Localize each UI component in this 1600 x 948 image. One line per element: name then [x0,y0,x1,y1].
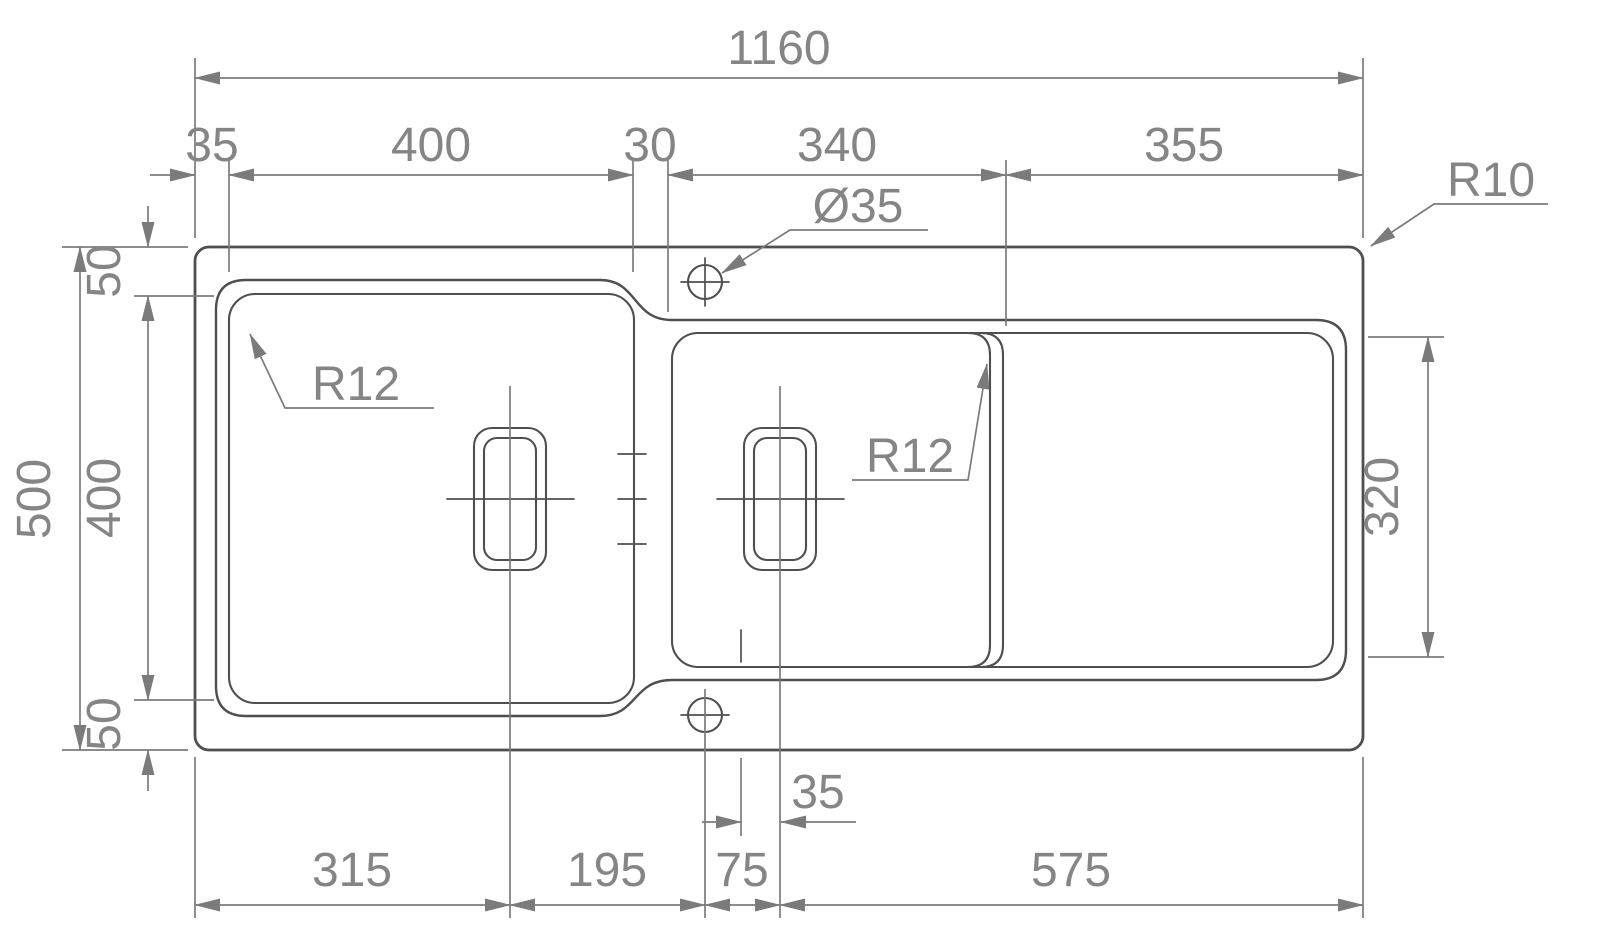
bowl-divider-line-inner [966,331,992,669]
dim-label-taphole-to-drain2: 75 [715,844,768,897]
callout-label-bowl1-radius: R12 [312,358,400,411]
drainer-recess-rim-inner [670,331,1335,669]
bowl-divider-line-outer [979,331,1005,669]
dim-label-drain2-to-edge: 575 [1031,844,1111,897]
leader-line [721,229,928,274]
dim-label-overall-height: 500 [8,459,61,539]
dim-label-divider: 30 [623,119,676,172]
callout-label-taphole-diameter: Ø35 [813,180,904,233]
dim-bottom-row: 315 195 75 575 [194,757,1364,918]
dim-label-overall-width: 1160 [727,22,830,75]
dim-left-column: 50 400 50 [78,206,214,791]
dim-label-edge-to-drain1: 315 [312,844,392,897]
callout-label-bowl2-radius: R12 [866,430,954,483]
dim-label-drainer-width: 355 [1144,119,1224,172]
dim-overall-width: 1160 [194,22,1364,238]
sink-outline [193,245,1365,752]
dim-top-row: 35 400 30 340 355 [150,119,1364,326]
callout-taphole-diameter: Ø35 [721,180,928,274]
dim-label-bowl1-width: 400 [391,119,471,172]
callout-bowl2-radius: R12 [852,363,990,483]
callout-label-outer-radius: R10 [1447,154,1535,207]
dim-label-bowl2-width: 340 [797,119,877,172]
dim-bottom-offset: 35 [702,629,856,836]
leader-line [1370,203,1548,247]
dim-label-bowl-height: 400 [78,458,131,538]
leader-line [249,333,434,409]
dim-label-drain1-to-taphole: 195 [567,844,647,897]
dim-label-drain2-offset: 35 [791,766,844,819]
dim-label-bowl-to-edge-bottom: 50 [78,697,131,750]
callout-outer-radius: R10 [1370,154,1548,247]
sink-geometry [193,245,1365,918]
dim-overall-height: 500 [8,246,188,751]
dim-label-edge-to-bowl1: 35 [185,119,238,172]
leader-line [852,363,990,481]
callout-bowl1-radius: R12 [249,333,434,411]
dim-drainer-height: 320 [1356,336,1444,658]
dim-label-edge-to-bowl-top: 50 [78,244,131,297]
dim-label-drainer-height: 320 [1356,457,1409,537]
bowl-recess-rim-outer [214,278,1348,718]
